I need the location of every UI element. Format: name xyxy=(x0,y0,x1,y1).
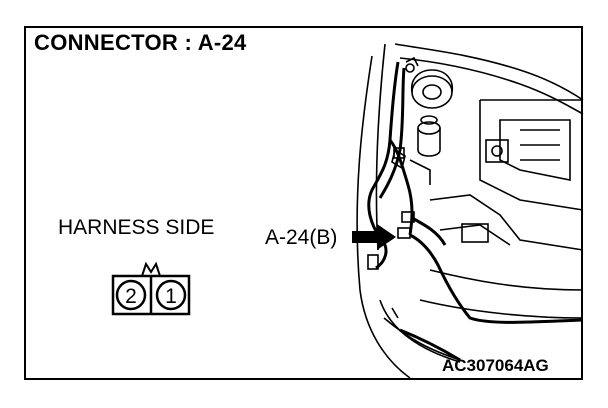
connector-face: 2 1 xyxy=(111,261,191,316)
diagram-frame xyxy=(24,26,583,380)
connector-callout-label: A-24(B) xyxy=(265,226,338,249)
pin-2-terminal xyxy=(115,279,147,311)
figure-code: AC307064AG xyxy=(442,356,549,375)
engine-bay-outline xyxy=(356,43,584,379)
connector-title: CONNECTOR : A-24 xyxy=(34,30,247,55)
harness-side-label: HARNESS SIDE xyxy=(58,216,215,239)
wiring-harness xyxy=(367,61,584,362)
pin-1-label: 1 xyxy=(165,285,177,308)
harness-connectors xyxy=(367,56,419,270)
pin-1-terminal xyxy=(155,279,187,311)
pin-2-label: 2 xyxy=(125,285,137,308)
